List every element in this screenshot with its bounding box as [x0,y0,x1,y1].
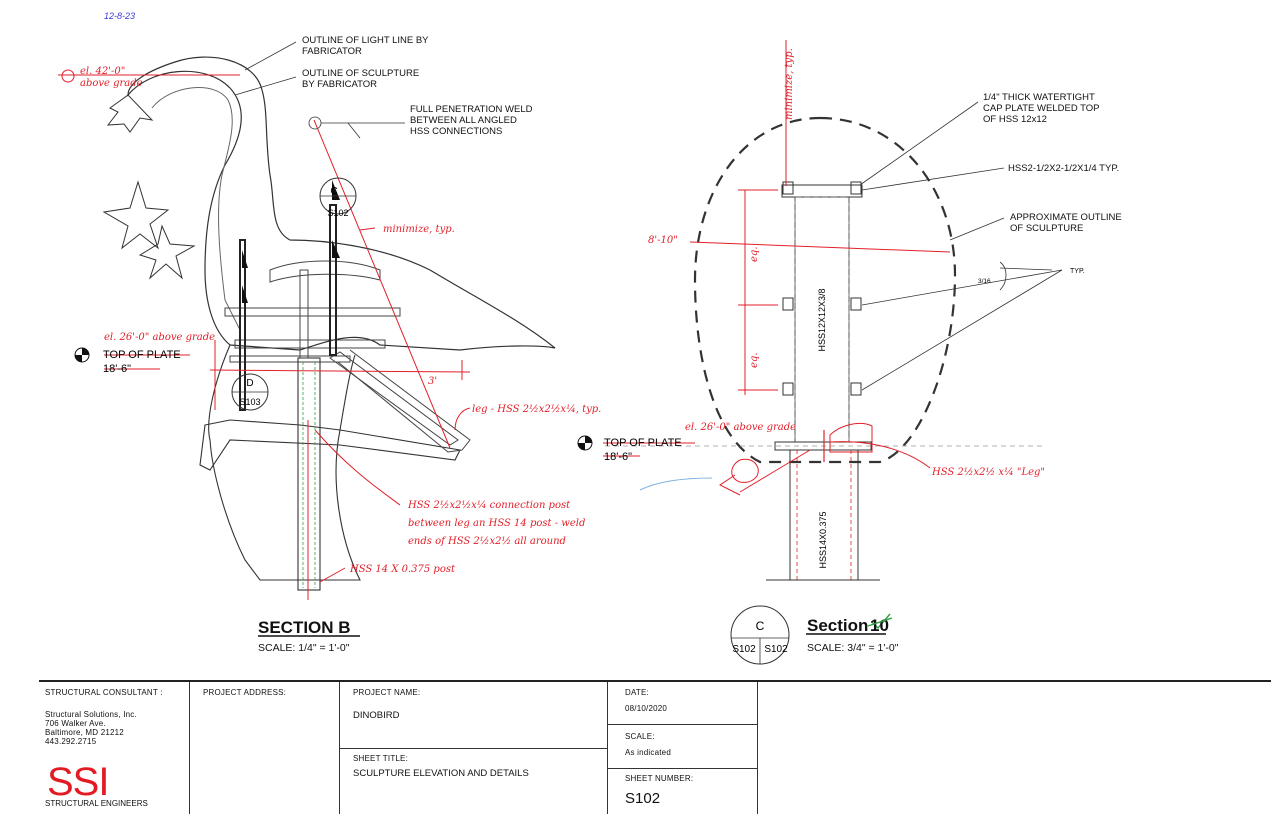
ssi-logo: SSI [47,760,109,804]
note-sculpture-1: OUTLINE OF SCULPTURE [302,68,419,79]
marker-d-sheet: S103 [239,397,260,407]
note-weld-1: FULL PENETRATION WELD [410,104,533,115]
hand-eq-1: eq. [749,247,760,263]
hand-hss14-post: HSS 14 X 0.375 post [349,564,456,575]
consultant-cell: STRUCTURAL CONSULTANT : Structural Solut… [39,682,190,814]
note-light-line-1: OUTLINE OF LIGHT LINE BY [302,35,429,46]
section-10-title-prefix: Section [807,616,868,635]
ssi-logo-sub: STRUCTURAL ENGINEERS [45,799,148,808]
section-10-title-num: 10 [870,616,889,635]
hand-minimize-10: minimize, typ. [784,48,795,120]
hand-post-1: HSS 2½x2½x¼ connection post [407,500,571,511]
corner-date-mark: 12-8-23 [104,11,135,21]
section-10-scale: SCALE: 3/4" = 1'-0" [807,642,899,654]
sheet-number-label: SHEET NUMBER: [625,774,694,783]
note-weld-2: BETWEEN ALL ANGLED [410,115,517,126]
scale-label: SCALE: [625,732,655,741]
note-approx-1: APPROXIMATE OUTLINE [1010,212,1122,223]
project-cell: PROJECT NAME: DINOBIRD SHEET TITLE: SCUL… [339,682,608,814]
section-10-marker-sheet-left: S102 [732,644,756,655]
section-b-drawing [58,41,556,637]
sheet-title: SCULPTURE ELEVATION AND DETAILS [353,768,529,779]
note-cap-2: CAP PLATE WELDED TOP [983,103,1100,114]
hand-leg-10: HSS 2½x2½ x¼ "Leg" [931,467,1045,478]
section-10-drawing [577,40,1063,665]
note-hss2: HSS2-1/2X2-1/2X1/4 TYP. [1008,163,1119,174]
marker-c-letter: C [330,186,337,197]
section-10-marker-sheet-right: S102 [764,644,788,655]
scale-value: As indicated [625,748,671,757]
note-cap-1: 1/4" THICK WATERTIGHT [983,92,1095,103]
project-name: DINOBIRD [353,710,400,721]
hand-el-10: el. 26'-0" above grade [685,422,796,433]
sheet-title-label: SHEET TITLE: [353,754,409,763]
consultant-line-3: Baltimore, MD 21212 [45,728,124,737]
date-value: 08/10/2020 [625,704,668,713]
project-label: PROJECT NAME: [353,688,421,697]
top-of-plate-elev-b: 18'-6" [103,363,131,375]
note-light-line-2: FABRICATOR [302,46,362,57]
date-cell: DATE: 08/10/2020 SCALE: As indicated SHE… [607,682,758,814]
note-weld-3: HSS CONNECTIONS [410,126,502,137]
sheet-number: S102 [625,790,661,807]
section-b-scale: SCALE: 1/4" = 1'-0" [258,642,350,654]
hand-post-3: ends of HSS 2½x2½ all around [408,536,566,547]
note-typ: TYP. [1070,268,1085,275]
hand-el-top-1: el. 42'-0" [80,66,125,77]
hand-post-2: between leg an HSS 14 post - weld [408,518,585,529]
date-label: DATE: [625,688,649,697]
hand-eq-2: eq. [749,353,760,369]
note-cap-3: OF HSS 12x12 [983,114,1047,125]
title-block: STRUCTURAL CONSULTANT : Structural Solut… [39,680,1271,814]
hand-el-top-2: above grade [80,78,143,89]
consultant-label: STRUCTURAL CONSULTANT : [45,688,163,697]
consultant-line-1: Structural Solutions, Inc. [45,710,137,719]
address-label: PROJECT ADDRESS: [203,688,287,697]
top-of-plate-b: TOP OF PLATE [103,349,181,361]
note-weld-size: 3/16 [978,278,991,285]
section-b-title: SECTION B [258,618,351,637]
consultant-line-4: 443.292.2715 [45,737,97,746]
hss14-label: HSS14X0.375 [818,511,828,568]
marker-d-letter: D [246,378,253,389]
hand-eight-ft: 8'-10" [648,235,678,246]
consultant-line-2: 706 Walker Ave. [45,719,106,728]
hand-leg-b: leg - HSS 2½x2½x¼, typ. [472,404,601,415]
hand-el-mid: el. 26'-0" above grade [104,332,215,343]
marker-c-sheet: S102 [327,208,348,218]
hand-three-ft: 3' [428,376,437,387]
note-approx-2: OF SCULPTURE [1010,223,1083,234]
section-10-marker-letter: C [756,619,765,633]
top-of-plate-elev-10: 18'-6" [604,451,632,463]
hss12-label: HSS12X12X3/8 [817,288,827,351]
address-cell: PROJECT ADDRESS: [189,682,340,814]
top-of-plate-10: TOP OF PLATE [604,437,682,449]
note-sculpture-2: BY FABRICATOR [302,79,377,90]
hand-minimize-b: minimize, typ. [383,224,455,235]
